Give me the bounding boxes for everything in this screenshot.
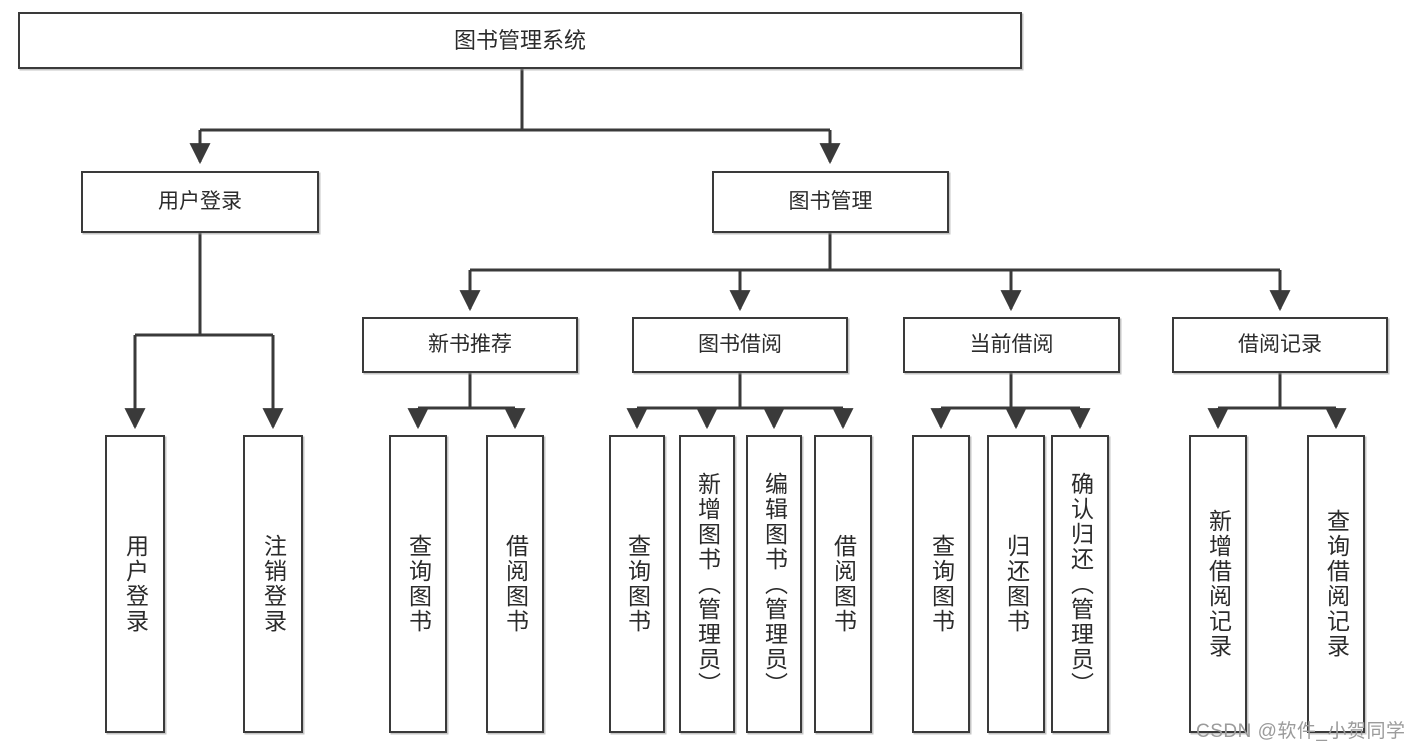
node-leaf-borrow-book-1[interactable]: 借阅图书 <box>486 435 544 733</box>
node-new-book-rec-label: 新书推荐 <box>428 332 512 356</box>
node-leaf-confirm-return[interactable]: 确认归还（管理员） <box>1051 435 1109 733</box>
node-current-borrow[interactable]: 当前借阅 <box>903 317 1120 373</box>
node-leaf-query-book-1[interactable]: 查询图书 <box>389 435 447 733</box>
node-leaf-query-book-2-label: 查询图书 <box>624 534 651 634</box>
node-leaf-query-record-label: 查询借阅记录 <box>1323 509 1350 659</box>
node-leaf-add-book[interactable]: 新增图书（管理员） <box>679 435 735 733</box>
node-book-borrow[interactable]: 图书借阅 <box>632 317 848 373</box>
node-book-manage[interactable]: 图书管理 <box>712 171 949 233</box>
node-book-manage-label: 图书管理 <box>788 189 873 213</box>
node-user-login-label: 用户登录 <box>158 189 242 213</box>
node-leaf-add-record[interactable]: 新增借阅记录 <box>1189 435 1247 733</box>
node-leaf-return-book-label: 归还图书 <box>1003 534 1030 634</box>
node-borrow-record-label: 借阅记录 <box>1238 332 1322 356</box>
node-leaf-logout[interactable]: 注销登录 <box>243 435 303 733</box>
node-current-borrow-label: 当前借阅 <box>969 332 1054 356</box>
node-leaf-logout-label: 注销登录 <box>260 534 287 634</box>
node-new-book-rec[interactable]: 新书推荐 <box>362 317 578 373</box>
node-leaf-borrow-book-2[interactable]: 借阅图书 <box>814 435 872 733</box>
node-leaf-query-book-1-label: 查询图书 <box>405 534 432 634</box>
node-root[interactable]: 图书管理系统 <box>18 12 1022 69</box>
node-borrow-record[interactable]: 借阅记录 <box>1172 317 1388 373</box>
node-leaf-user-login-label: 用户登录 <box>122 534 149 634</box>
node-leaf-add-book-label: 新增图书（管理员） <box>694 471 721 697</box>
node-leaf-confirm-return-label: 确认归还（管理员） <box>1067 471 1094 697</box>
node-leaf-query-book-3[interactable]: 查询图书 <box>912 435 970 733</box>
node-leaf-user-login[interactable]: 用户登录 <box>105 435 165 733</box>
node-leaf-return-book[interactable]: 归还图书 <box>987 435 1045 733</box>
node-leaf-query-record[interactable]: 查询借阅记录 <box>1307 435 1365 733</box>
node-user-login[interactable]: 用户登录 <box>81 171 319 233</box>
node-leaf-add-record-label: 新增借阅记录 <box>1205 509 1232 659</box>
node-leaf-query-book-2[interactable]: 查询图书 <box>609 435 665 733</box>
node-leaf-query-book-3-label: 查询图书 <box>928 534 955 634</box>
csdn-watermark: CSDN @软件_小贺同学 <box>1196 721 1405 742</box>
node-leaf-borrow-book-2-label: 借阅图书 <box>830 534 857 634</box>
node-book-borrow-label: 图书借阅 <box>698 332 782 356</box>
node-leaf-edit-book[interactable]: 编辑图书（管理员） <box>746 435 802 733</box>
node-leaf-edit-book-label: 编辑图书（管理员） <box>761 471 788 697</box>
node-leaf-borrow-book-1-label: 借阅图书 <box>502 534 529 634</box>
node-root-label: 图书管理系统 <box>453 27 586 53</box>
